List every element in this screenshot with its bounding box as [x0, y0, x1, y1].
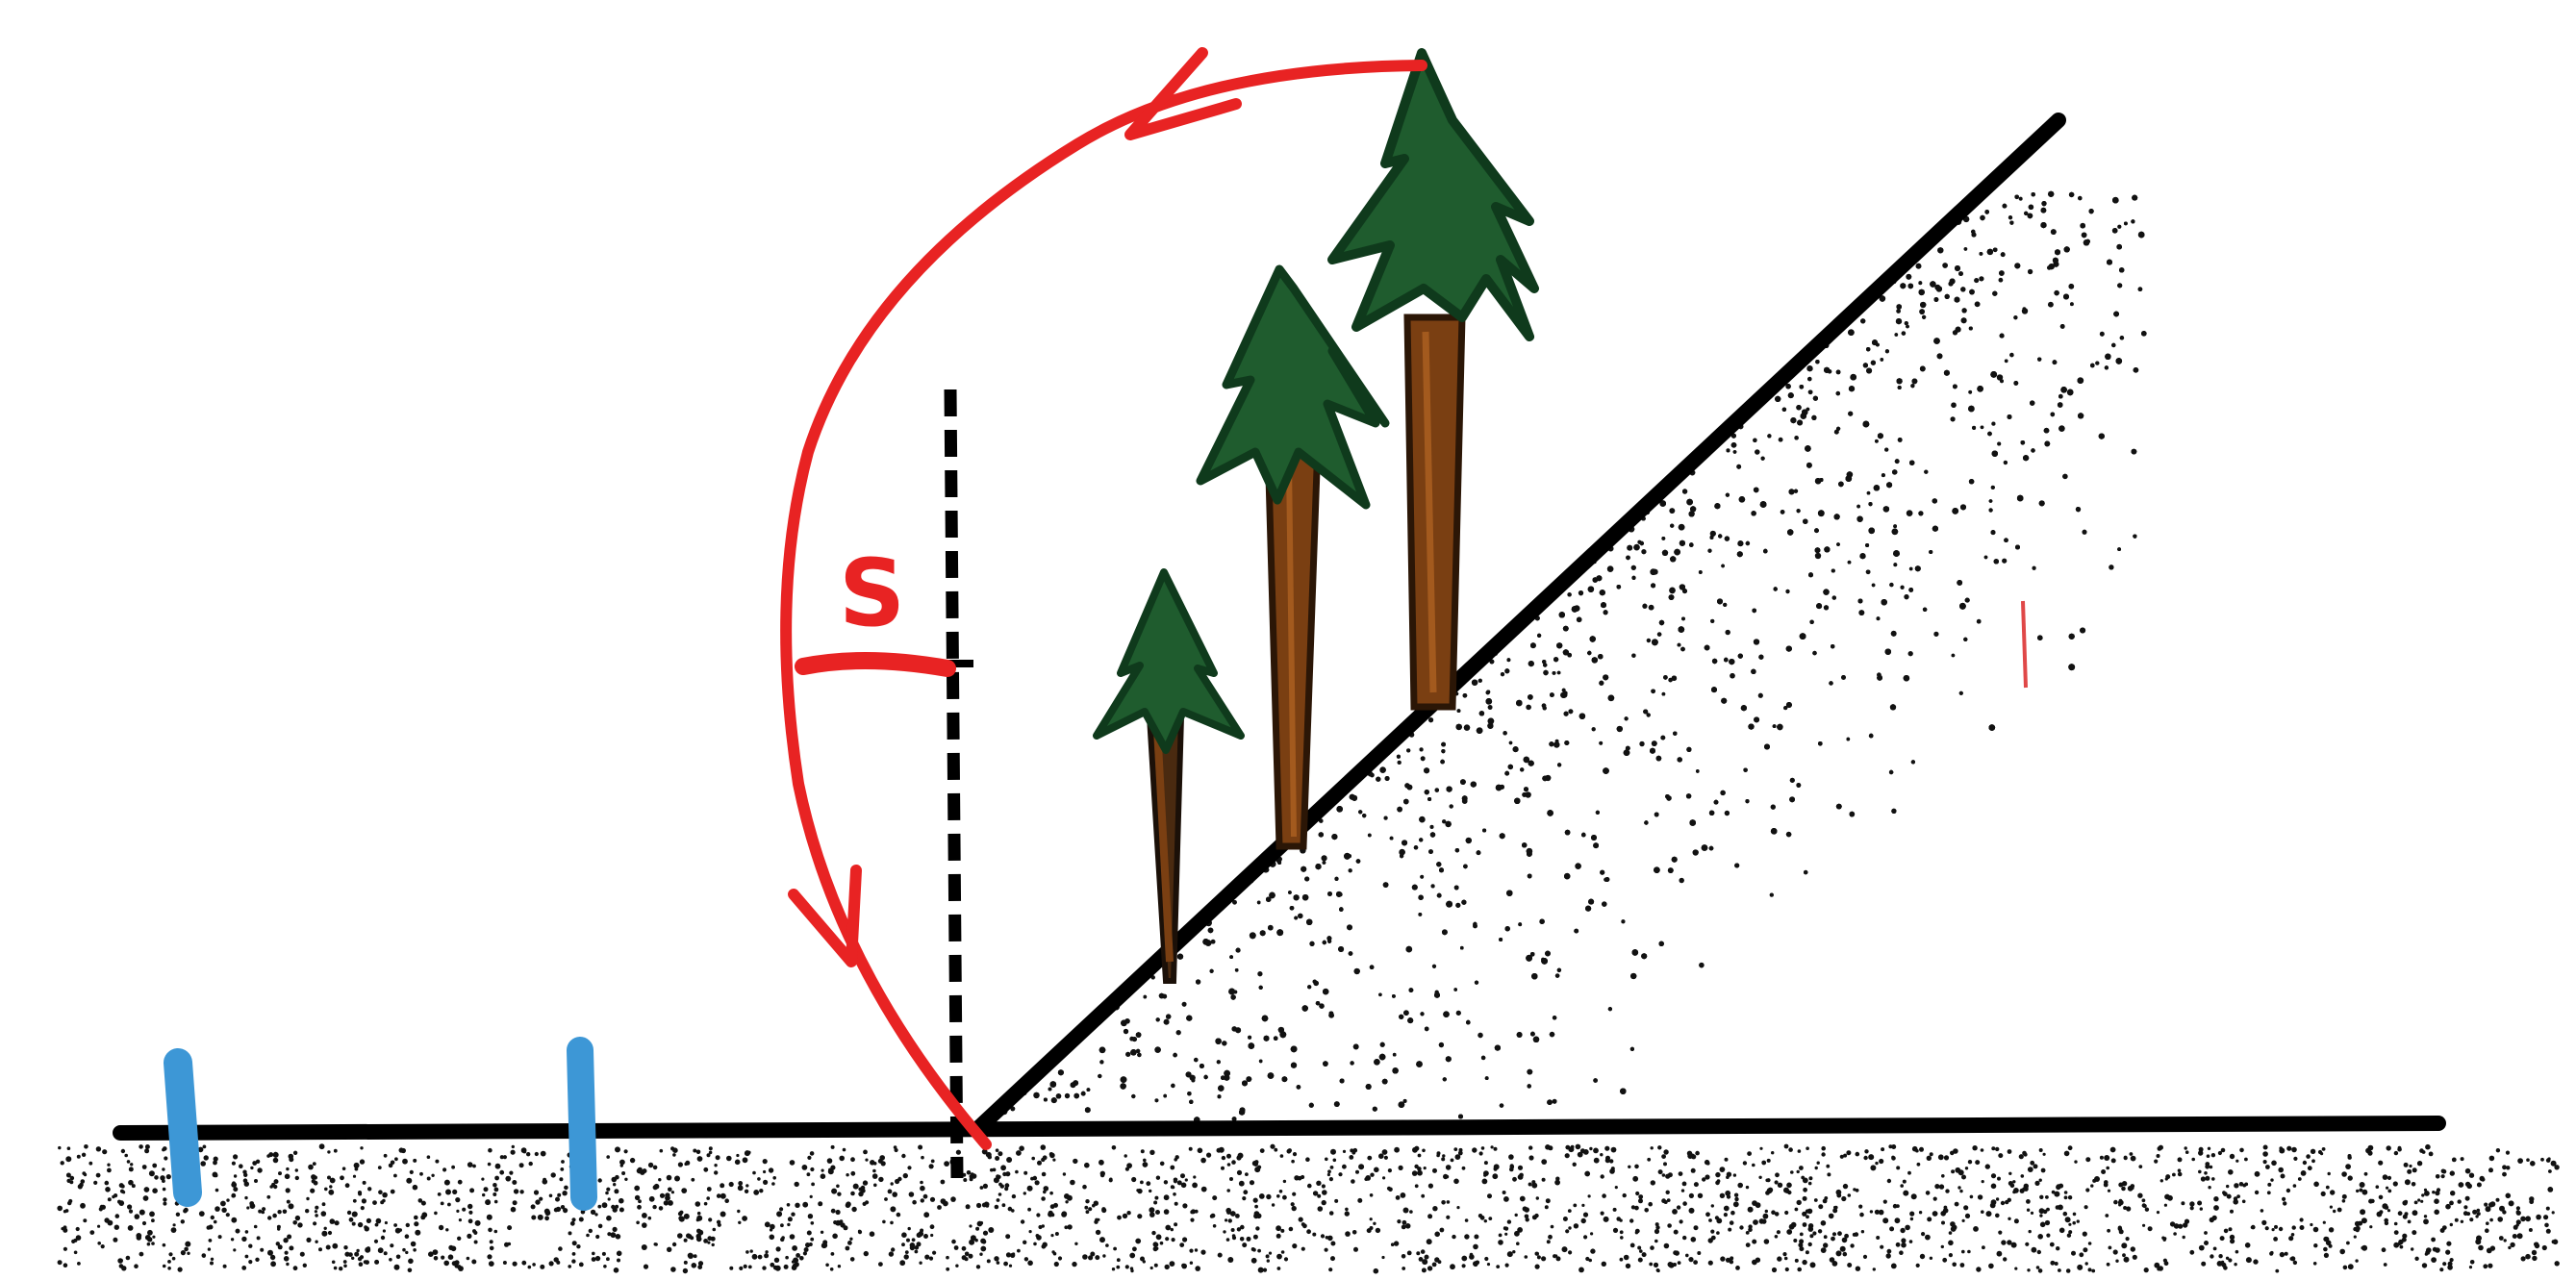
tree-middle — [1196, 264, 1390, 850]
marker-left — [164, 1048, 202, 1207]
slope-stipple — [1000, 188, 2147, 1123]
ground-stipple — [57, 1143, 2560, 1274]
slope-line — [969, 113, 2066, 1138]
tree-tall — [1327, 48, 1539, 711]
angle-label-s: S — [839, 540, 905, 647]
arc-arrow-top — [1124, 47, 1242, 140]
ground-line — [113, 1116, 2446, 1141]
tree-small — [1093, 568, 1245, 984]
marker-middle — [567, 1037, 597, 1211]
vertical-reference-line — [944, 389, 964, 1179]
arc-arrow-bottom — [788, 865, 862, 967]
tree-icon — [1403, 314, 1466, 711]
stray-red-mark — [2021, 600, 2028, 689]
s-measure-line — [795, 651, 956, 677]
